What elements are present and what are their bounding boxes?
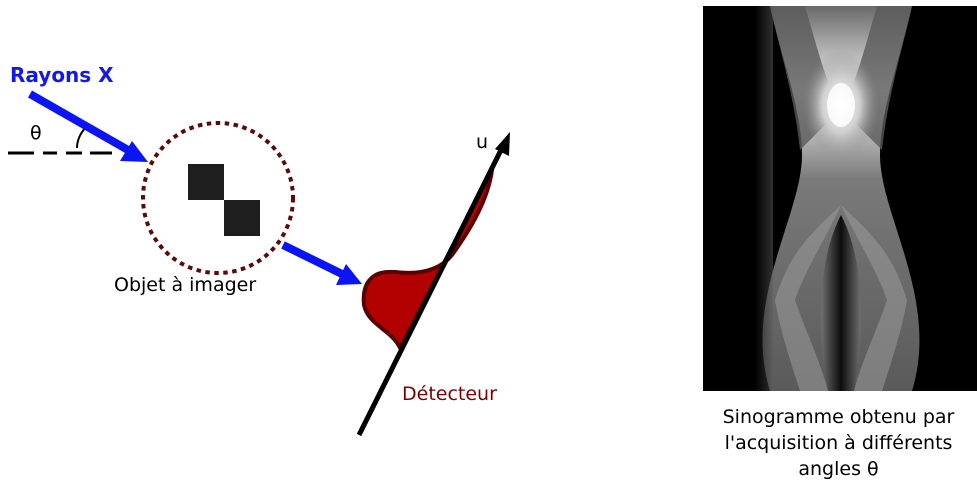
detector-axis-icon bbox=[356, 132, 510, 437]
caption-line-2: l'acquisition à différents bbox=[724, 432, 953, 454]
angle-arc bbox=[76, 126, 87, 149]
object-square-2 bbox=[224, 200, 260, 236]
axis-u-label: u bbox=[476, 131, 488, 153]
transmitted-beam-arrow-icon bbox=[281, 241, 362, 285]
xray-beam-arrow-icon bbox=[28, 90, 148, 162]
sinogram-caption: Sinogramme obtenu par l'acquisition à di… bbox=[700, 404, 977, 482]
sinogram-image bbox=[703, 6, 977, 391]
object-to-image bbox=[141, 121, 295, 275]
caption-line-3: angles θ bbox=[798, 458, 879, 480]
detector-profile bbox=[361, 168, 494, 350]
xray-label: Rayons X bbox=[10, 63, 114, 87]
object-label: Objet à imager bbox=[114, 274, 256, 296]
object-circle bbox=[141, 121, 295, 275]
object-square-1 bbox=[188, 164, 224, 200]
detector-label: Détecteur bbox=[402, 383, 497, 405]
theta-label: θ bbox=[30, 122, 42, 144]
caption-line-1: Sinogramme obtenu par bbox=[722, 406, 955, 428]
